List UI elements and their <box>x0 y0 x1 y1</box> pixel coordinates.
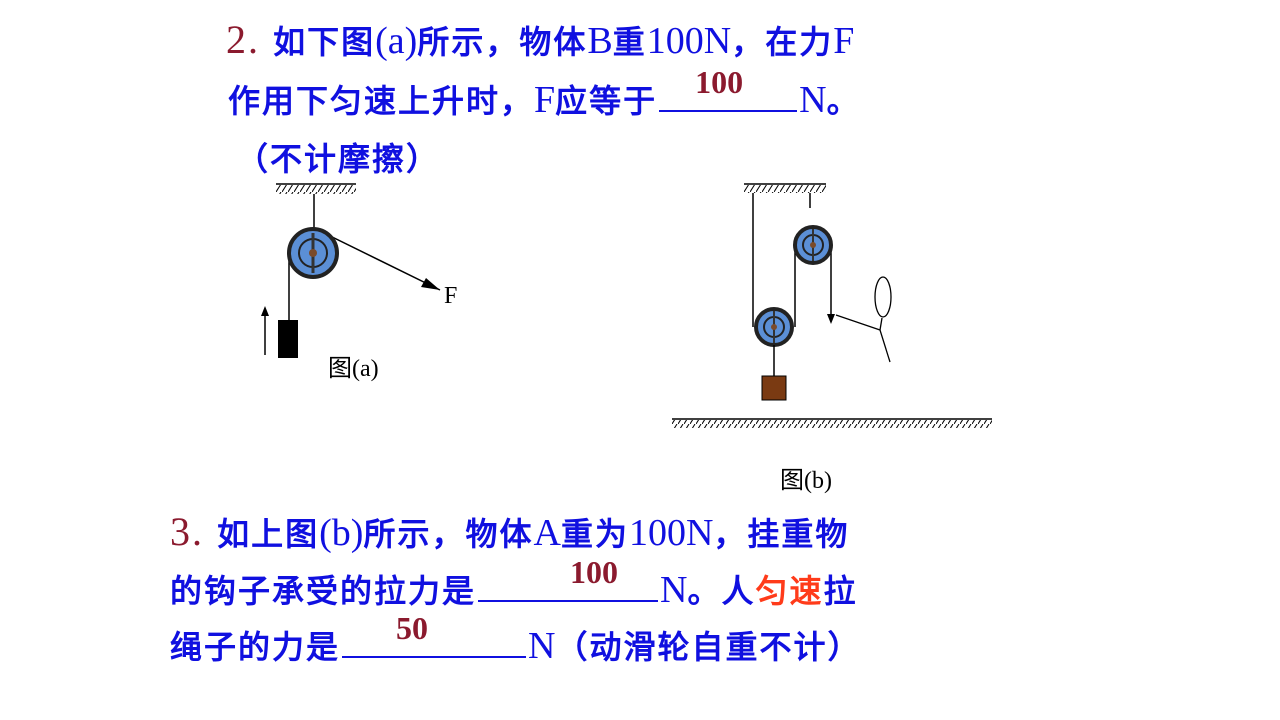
problem2-number: 2. <box>226 17 260 62</box>
p3l1-latin-a: (b) <box>319 512 364 554</box>
p2l2-latin-b: N <box>799 79 827 121</box>
fixed-pulley-a <box>287 227 339 279</box>
p2l1-latin-d: F <box>833 20 855 62</box>
p2l2-text-c: 。 <box>826 82 861 120</box>
p3-rope-answer-blank: 50 <box>342 610 527 658</box>
p3l1-latin-b: A <box>533 512 561 554</box>
p3-hook-answer-blank: 100 <box>478 554 659 602</box>
p3l2-text-b: 。人 <box>687 572 756 610</box>
problem2-line3: （不计摩擦） <box>236 140 441 178</box>
p3l1-text-a: 如上图 <box>217 515 320 553</box>
p3-hook-answer: 100 <box>570 554 619 590</box>
movable-pulley-b <box>754 307 794 347</box>
p3l3-text-a: 绳子的力是 <box>170 628 341 666</box>
p3l2-latin-a: N <box>660 569 688 611</box>
p3l3-latin-a: N <box>528 625 556 667</box>
figure-a-diagram <box>261 183 441 358</box>
p3l1-text-b: 所示，物体 <box>363 515 534 553</box>
p3l3-text-b: （动滑轮自重不计） <box>555 628 862 666</box>
problem3-number: 3. <box>170 509 204 554</box>
p3l1-latin-c: 100N <box>628 512 714 554</box>
fixed-pulley-b <box>793 225 833 265</box>
p2l1-latin-a: (a) <box>375 20 418 62</box>
p3l1-text-c: 重为 <box>560 515 629 553</box>
p2-answer-blank: 100 <box>659 64 798 112</box>
problem2-line1: 2. 如下图(a)所示，物体B重100N，在力F <box>226 16 854 63</box>
p3l1-text-d: ，挂重物 <box>713 515 850 553</box>
p2l1-latin-b: B <box>587 20 613 62</box>
figure-b-diagram <box>672 183 992 428</box>
object-b-block <box>278 320 298 358</box>
figure-a-caption: 图(a) <box>328 356 379 382</box>
p2l1-latin-c: 100N <box>646 20 732 62</box>
problem3-line2: 的钩子承受的拉力是 100 N。人匀速拉 <box>170 554 858 612</box>
figure-b-caption: 图(b) <box>780 468 832 494</box>
p2l1-text-c: 重 <box>612 23 647 61</box>
problem2-line2: 作用下匀速上升时，F应等于 100 N。 <box>228 64 861 122</box>
problem3-line1: 3. 如上图(b)所示，物体A重为100N，挂重物 <box>170 508 849 555</box>
force-f-label: F <box>444 283 458 309</box>
p2l2-text-a: 作用下匀速上升时， <box>228 82 535 120</box>
object-a-block <box>761 375 787 401</box>
problem3-line3: 绳子的力是 50 N（动滑轮自重不计） <box>170 610 862 668</box>
p2l1-text-d: ，在力 <box>731 23 834 61</box>
p2l2-text-b: 应等于 <box>555 82 658 120</box>
p2l1-text-a: 如下图 <box>273 23 376 61</box>
p2l2-latin-a: F <box>534 79 556 121</box>
p3l2-text-c: 拉 <box>823 572 858 610</box>
p3-highlight: 匀速 <box>755 572 824 610</box>
p2-answer: 100 <box>695 64 744 100</box>
p3-rope-answer: 50 <box>396 610 429 646</box>
person-figure <box>835 276 892 363</box>
p2l1-text-b: 所示，物体 <box>417 23 588 61</box>
p3l2-text-a: 的钩子承受的拉力是 <box>170 572 477 610</box>
